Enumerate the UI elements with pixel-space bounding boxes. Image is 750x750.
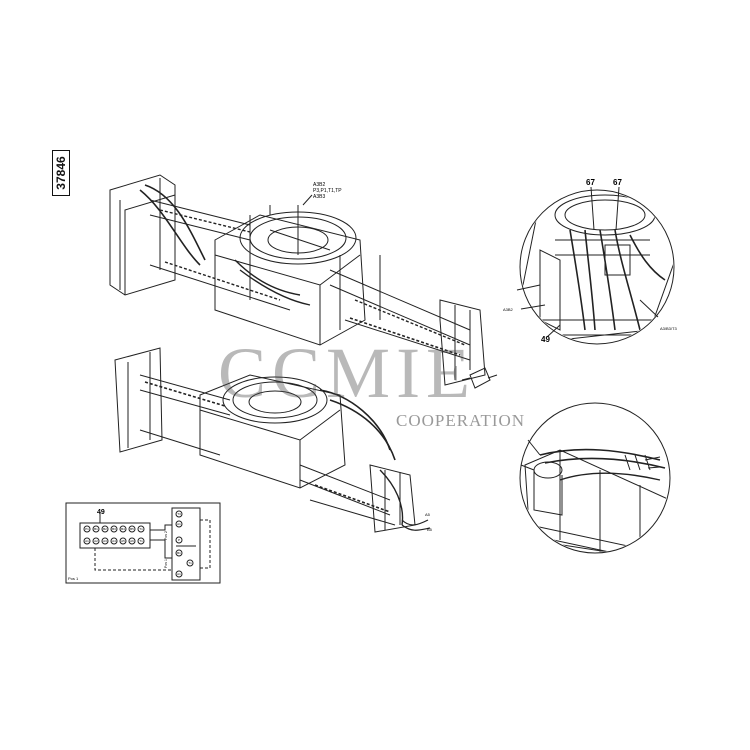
callout-67-left: 67 — [586, 178, 595, 187]
callout-49: 49 — [541, 335, 550, 344]
port-top-6: T1 — [139, 527, 143, 531]
callout-67-right: 67 — [613, 178, 622, 187]
detail-circle-1 — [516, 186, 675, 345]
port-right-4: T1 — [188, 561, 192, 565]
port-bottom-6: T1 — [139, 539, 143, 543]
callout-a3b3t3: A3/B3/T3 — [660, 326, 677, 331]
port-top-1: B1 — [94, 527, 98, 531]
callout-b5: B5 — [427, 527, 433, 532]
document-id-box: 37846 — [52, 150, 70, 196]
port-bottom-5: A6 — [130, 539, 134, 543]
port-top-4: B4 — [121, 527, 125, 531]
top-assembly-drawing — [109, 174, 486, 386]
port-bottom-2: A3 — [103, 539, 107, 543]
port-right-0: T3 — [177, 512, 181, 516]
port-top-2: B2 — [103, 527, 107, 531]
port-right-2: P — [178, 538, 180, 542]
port-right-5: A1 — [177, 572, 181, 576]
schematic-block-label: 49 — [97, 509, 105, 516]
pos-label-2: Pos 2 — [164, 531, 168, 540]
port-top-3: B3 — [112, 527, 116, 531]
port-right-1: A1 — [177, 522, 181, 526]
detail-circle-2 — [519, 402, 671, 554]
callout-a3b2: A3B2 — [503, 307, 514, 312]
port-top-5: B5 — [130, 527, 134, 531]
port-bottom-0: A1 — [85, 539, 89, 543]
port-bottom-4: A5 — [121, 539, 125, 543]
hydraulic-schematic — [65, 502, 221, 584]
port-right-3: B1 — [177, 551, 181, 555]
pos-label-1: Pos 1 — [164, 559, 168, 568]
watermark-subtitle: COOPERATION — [396, 411, 526, 430]
lower-assembly-drawing — [114, 347, 498, 533]
port-bottom-1: A2 — [94, 539, 98, 543]
schematic-footer: Pos 1 — [68, 576, 79, 581]
port-bottom-3: A4 — [112, 539, 116, 543]
watermark-logo-text: CCMIE — [218, 333, 477, 413]
callout-a5: A5 — [425, 512, 431, 517]
port-top-0: P1 — [85, 527, 89, 531]
